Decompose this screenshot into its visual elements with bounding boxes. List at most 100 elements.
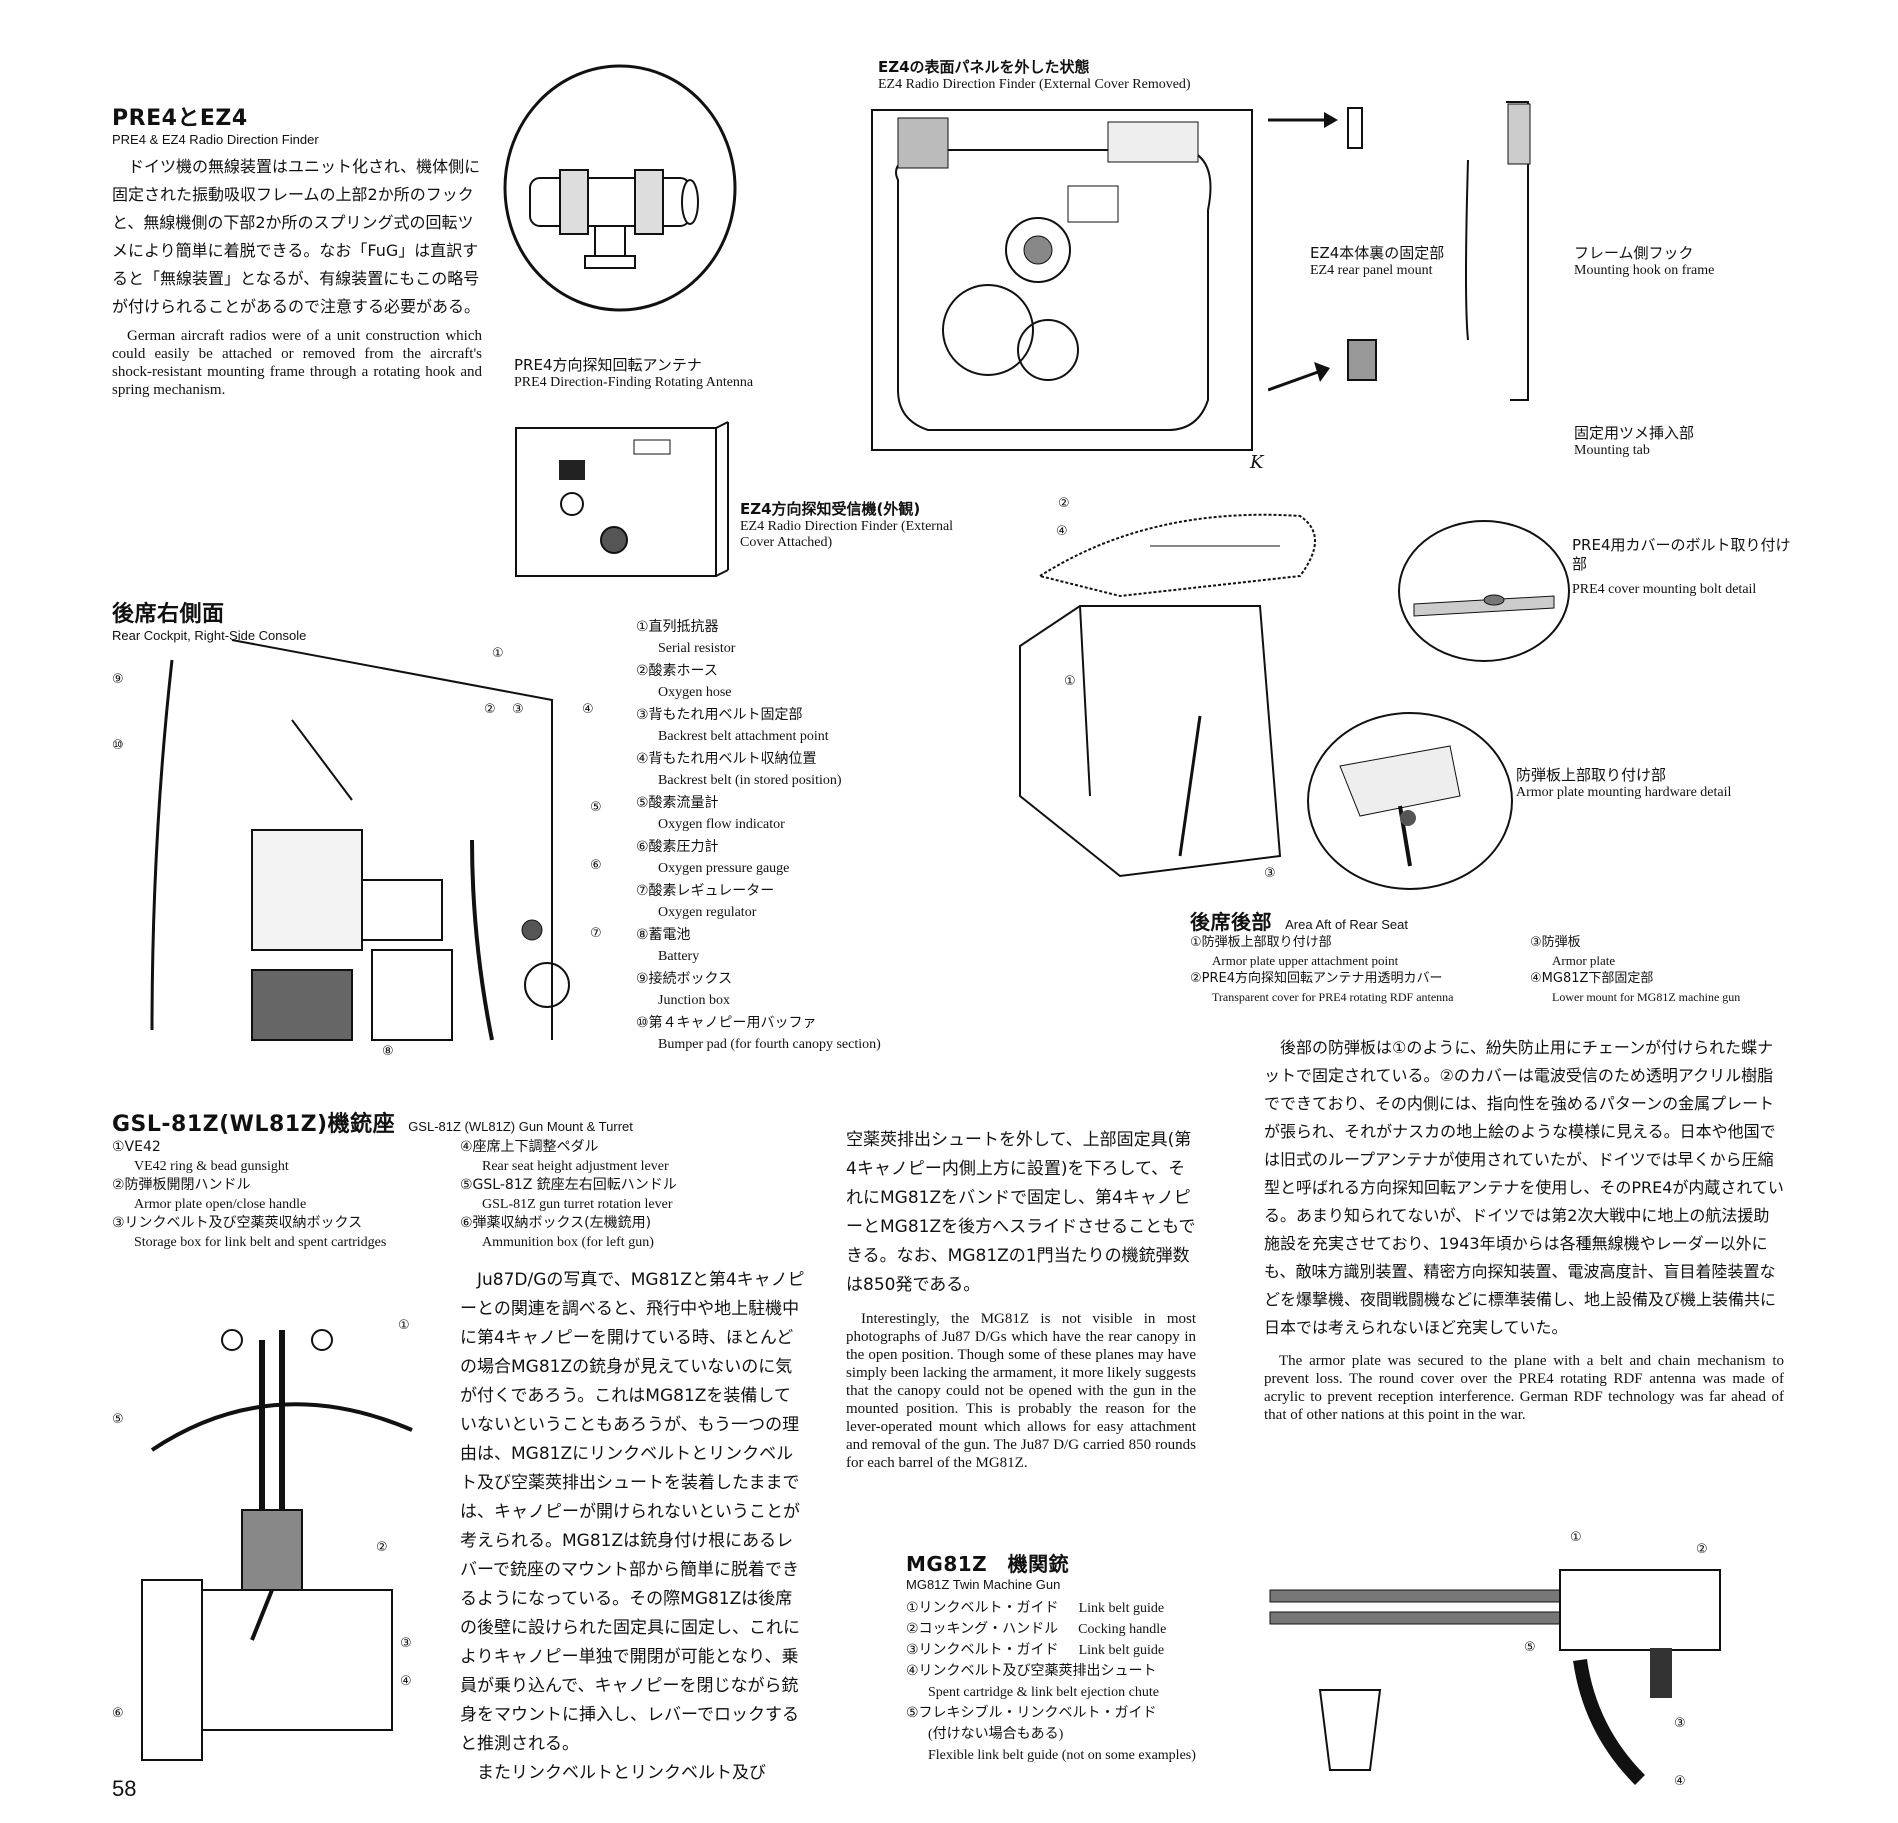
legend-jp: ①直列抵抗器 (636, 619, 719, 635)
rear-cockpit-illustration: ① ② ③ ④ ⑤ ⑥ ⑦ ⑧ ⑨ ⑩ (112, 640, 632, 1060)
legend-en: Backrest belt attachment point (658, 729, 829, 744)
legend-item: ⑤フレキシブル・リンクベルト・ガイド(付けない場合もある)Flexible li… (906, 1703, 1286, 1766)
legend-jp: ⑩第４キャノピー用バッファ (636, 1015, 817, 1031)
ez4-label-mounting-hook: フレーム側フック Mounting hook on frame (1574, 244, 1774, 279)
gsl-turret-illustration: ① ② ③ ④ ⑤ ⑥ (112, 1310, 432, 1790)
armor-plate-detail-caption-en: Armor plate mounting hardware detail (1516, 785, 1732, 800)
legend-jp: ④リンクベルト及び空薬莢排出シュート (906, 1663, 1157, 1679)
rear-area-subtitle: Area Aft of Rear Seat (1285, 917, 1408, 932)
legend-en: Bumper pad (for fourth canopy section) (658, 1037, 881, 1052)
ez4-label-mounting-tab-en: Mounting tab (1574, 443, 1650, 458)
legend-jp: ②PRE4方向探知回転アンテナ用透明カバー (1190, 971, 1443, 986)
ez4-receiver-illustration (514, 420, 734, 580)
legend-en: Oxygen regulator (658, 905, 757, 920)
gsl-jp-text: Ju87D/Gの写真で、MG81Zと第4キャノピーとの関連を調べると、飛行中や地… (460, 1270, 805, 1754)
legend-en: Backrest belt (in stored position) (658, 773, 842, 788)
mg81z-title: MG81Z 機関銃 (906, 1552, 1070, 1576)
legend-en: Storage box for link belt and spent cart… (134, 1235, 387, 1250)
legend-en: Oxygen hose (658, 685, 732, 700)
rear-cockpit-callout-9: ⑨ (112, 672, 124, 687)
ez4-label-rear-mount-jp: EZ4本体裏の固定部 (1310, 244, 1445, 262)
ez4-receiver-caption: EZ4方向探知受信機(外観) EZ4 Radio Direction Finde… (740, 500, 990, 551)
legend-jp: ⑤酸素流量計 (636, 795, 719, 811)
legend-jp: ④背もたれ用ベルト収納位置 (636, 751, 817, 767)
ez4-label-rear-mount: EZ4本体裏の固定部 EZ4 rear panel mount (1310, 244, 1490, 279)
mg81z-callout-2: ② (1696, 1542, 1708, 1557)
gsl-callout-4: ④ (400, 1674, 412, 1689)
legend-en: VE42 ring & bead gunsight (134, 1159, 289, 1174)
armor-plate-detail-illustration (1300, 706, 1520, 896)
rear-cockpit-title: 後席右側面 (112, 602, 225, 627)
rear-cockpit-callout-3: ③ (512, 702, 524, 717)
legend-item: ④リンクベルト及び空薬莢排出シュート Spent cartridge & link… (906, 1661, 1286, 1703)
legend-en: Cocking handle (1078, 1622, 1167, 1637)
legend-en: Oxygen flow indicator (658, 817, 785, 832)
rear-cockpit-subtitle: Rear Cockpit, Right-Side Console (112, 628, 307, 643)
legend-en: Junction box (658, 993, 730, 1008)
legend-en: Link belt guide (1078, 1601, 1165, 1616)
pre4-cover-detail-illustration (1394, 516, 1574, 666)
legend-item: ③背もたれ用ベルト固定部 Backrest belt attachment poi… (636, 704, 956, 748)
legend-jp: ③背もたれ用ベルト固定部 (636, 707, 803, 723)
ez4-label-mounting-hook-jp: フレーム側フック (1574, 244, 1694, 262)
artist-mark-1: K (1250, 452, 1264, 473)
ez4-mount-detail-illustration (1268, 100, 1568, 410)
legend-jp: ①VE42 (112, 1139, 161, 1155)
rear-area-callout-2: ② (1058, 496, 1070, 511)
legend-jp: ②コッキング・ハンドル (906, 1621, 1059, 1637)
gsl-callout-6: ⑥ (112, 1706, 124, 1721)
mg81z-callout-1: ① (1570, 1530, 1582, 1545)
rear-cockpit-callout-4: ④ (582, 702, 594, 717)
rear-area-heading: 後席後部 Area Aft of Rear Seat (1190, 906, 1790, 935)
legend-item: ⑤酸素流量計 Oxygen flow indicator (636, 792, 956, 836)
gsl-callout-1: ① (398, 1318, 410, 1333)
legend-jp: ⑨接続ボックス (636, 971, 733, 987)
legend-item: ④背もたれ用ベルト収納位置 Backrest belt (in stored po… (636, 748, 956, 792)
ez4-removed-caption-en: EZ4 Radio Direction Finder (External Cov… (878, 77, 1191, 92)
rear-area-illustration: ④ ① ② ③ (1000, 496, 1400, 896)
rear-area-callout-1: ① (1064, 674, 1076, 689)
ez4-removed-caption-jp: EZ4の表面パネルを外した状態 (878, 58, 1090, 76)
rear-area-legend-right: ③防弾板 Armor plate ④MG81Z下部固定部 Lower mount… (1530, 934, 1790, 1006)
armor-plate-detail-caption-jp: 防弾板上部取り付け部 (1516, 766, 1667, 784)
ez4-label-mounting-tab: 固定用ツメ挿入部 Mounting tab (1574, 424, 1774, 459)
legend-item: ①リンクベルト・ガイド Link belt guide (906, 1598, 1286, 1619)
legend-item: ⑦酸素レギュレーター Oxygen regulator (636, 880, 956, 924)
legend-jp: ④MG81Z下部固定部 (1530, 971, 1654, 986)
gsl-callout-3: ③ (400, 1636, 412, 1651)
rear-cockpit-callout-10: ⑩ (112, 738, 124, 753)
ez4-label-rear-mount-en: EZ4 rear panel mount (1310, 263, 1433, 278)
pre4-antenna-illustration (500, 60, 740, 320)
legend-en: Spent cartridge & link belt ejection chu… (928, 1685, 1159, 1700)
mg81z-callout-3: ③ (1674, 1716, 1686, 1731)
legend-en: Armor plate open/close handle (134, 1197, 307, 1212)
ez4-removed-illustration (868, 100, 1268, 460)
legend-jp: ⑤フレキシブル・リンクベルト・ガイド (906, 1705, 1157, 1721)
legend-item: ②酸素ホース Oxygen hose (636, 660, 956, 704)
rear-cockpit-callout-8: ⑧ (382, 1044, 394, 1059)
pre4-section: PRE4とEZ4 PRE4 & EZ4 Radio Direction Find… (112, 100, 482, 399)
legend-jp: ②酸素ホース (636, 663, 718, 679)
legend-en: Lower mount for MG81Z machine gun (1552, 990, 1741, 1004)
legend-jp: ⑧蓄電池 (636, 927, 691, 943)
pre4-antenna-caption: PRE4方向探知回転アンテナ PRE4 Direction-Finding Ro… (514, 356, 814, 391)
legend-en: Oxygen pressure gauge (658, 861, 790, 876)
legend-en: (付けない場合もある) (928, 1727, 1064, 1742)
rear-area-en-text: The armor plate was secured to the plane… (1264, 1353, 1784, 1423)
pre4-cover-detail-caption-en: PRE4 cover mounting bolt detail (1572, 582, 1757, 597)
rear-cockpit-callout-5: ⑤ (590, 800, 602, 815)
gsl-callout-2: ② (376, 1540, 388, 1555)
rear-cockpit-callout-7: ⑦ (590, 926, 602, 941)
legend-jp: ④座席上下調整ペダル (460, 1139, 599, 1155)
rear-area-legend-left: ①防弾板上部取り付け部 Armor plate upper attachment… (1190, 934, 1540, 1006)
ez4-label-mounting-tab-jp: 固定用ツメ挿入部 (1574, 424, 1695, 442)
rear-area-title: 後席後部 (1190, 910, 1272, 934)
legend-jp: ⑦酸素レギュレーター (636, 883, 775, 899)
pre4-antenna-caption-en: PRE4 Direction-Finding Rotating Antenna (514, 375, 754, 390)
legend-item: ②コッキング・ハンドル Cocking handle (906, 1619, 1286, 1640)
legend-en: Ammunition box (for left gun) (482, 1235, 654, 1250)
legend-jp: ③リンクベルト及び空薬莢収納ボックス (112, 1215, 363, 1231)
